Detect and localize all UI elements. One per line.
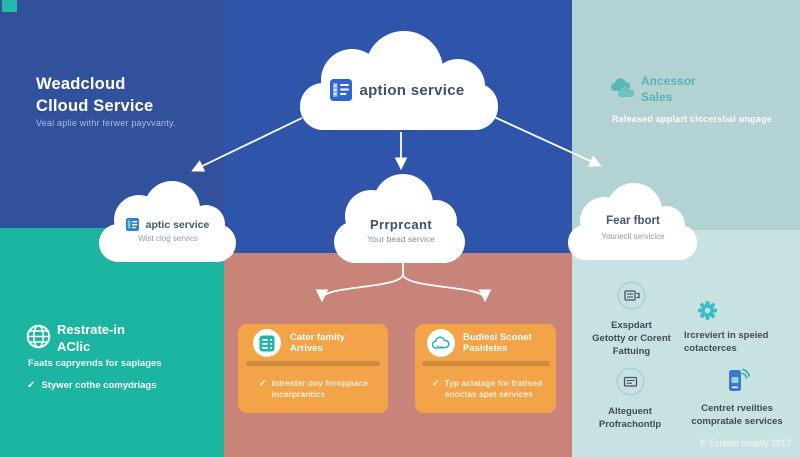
checkmark-icon: ✓: [259, 378, 267, 388]
card2-icon-circle: [427, 329, 455, 357]
corner-teal-mark: [2, 0, 17, 12]
card2-divider: [422, 361, 550, 366]
right-panel-subtitle: Released applart clccersbal ungage: [612, 114, 772, 124]
feature-4-label: Centret rveilties compratale services: [691, 403, 783, 427]
orange-card-1: Cater famity Arrives ✓ Intrester doy for…: [238, 324, 388, 413]
card2-title: Budlesi Sconet Pasidetes: [463, 332, 532, 355]
card1-icon-circle: [253, 329, 281, 357]
right-cloud-subtitle: Youriecll servicice: [601, 232, 665, 241]
teal-section-subtitle: Faats capryends for saplages: [28, 358, 162, 369]
feature-2-label: Ircreviert in speied cotacterces: [684, 330, 769, 354]
feature-item-2: Ircreviert in speied cotacterces: [684, 301, 798, 356]
orange-card-2: Budlesi Sconet Pasidetes ✓ Typ aciatage …: [415, 324, 556, 413]
right-panel-title: Ancessor Sales: [641, 74, 696, 105]
card2-check-item: ✓ Typ aciatage for fratised enoctas apet…: [432, 378, 552, 400]
top-cloud-title: aption service: [359, 81, 465, 99]
card1-check-label: Intrester doy forepjaace incerprantics: [271, 378, 368, 400]
database-icon: [259, 335, 275, 351]
double-cloud-icon: [611, 78, 635, 97]
page-subtitle: Veal aplie withr ferwer payvvanty.: [36, 118, 176, 128]
watermark: © Eclaset orophy 2017: [700, 438, 792, 448]
globe-icon: [26, 324, 51, 349]
document-icon: [330, 79, 353, 101]
news-icon: [617, 281, 646, 315]
middle-cloud-title: Prrprcant: [369, 217, 433, 232]
feature-item-1: Exspdart Getotty or Corent Fattuing: [584, 281, 679, 358]
mobile-signal-icon: [724, 366, 751, 398]
teal-section-check-item: ✓ Stywer cothe comydriags: [27, 380, 157, 392]
middle-cloud-subtitle: Your bead service: [367, 234, 435, 244]
card1-title: Cater famity Arrives: [290, 332, 345, 355]
background-blue-middle: [224, 0, 572, 253]
left-cloud-subtitle: Wist clog servics: [138, 234, 198, 243]
feature-item-4: Centret rveilties compratale services: [678, 366, 796, 429]
right-cloud-title: Fear fbort: [606, 215, 660, 227]
feature-3-label: Alteguent Profrachontlp: [598, 406, 662, 430]
card2-check-label: Typ aciatage for fratised enoctas apet s…: [444, 378, 543, 400]
document-icon: [125, 218, 139, 231]
checkmark-icon: ✓: [432, 378, 440, 388]
document-lines-icon: [615, 367, 645, 401]
feature-1-label: Exspdart Getotty or Corent Fattuing: [592, 320, 671, 357]
checkmark-icon: ✓: [27, 380, 36, 391]
top-cloud-label: aption service: [305, 76, 490, 104]
background-right-panel-bottom: [572, 230, 800, 457]
feature-item-3: Alteguent Profrachontlp: [582, 367, 678, 432]
left-cloud-label: aptic service: [110, 217, 225, 232]
cloud-doodle-icon: [432, 336, 450, 349]
left-cloud-title: aptic service: [145, 218, 210, 231]
teal-check-label: Stywer cothe comydriags: [41, 380, 157, 391]
card1-divider: [246, 361, 380, 366]
page-title: Weadcloud Clloud Service: [36, 75, 154, 115]
gear-icon: [698, 301, 717, 325]
card1-check-item: ✓ Intrester doy forepjaace incerprantics: [259, 378, 379, 400]
teal-section-title: Restrate-in AClic: [57, 322, 125, 354]
